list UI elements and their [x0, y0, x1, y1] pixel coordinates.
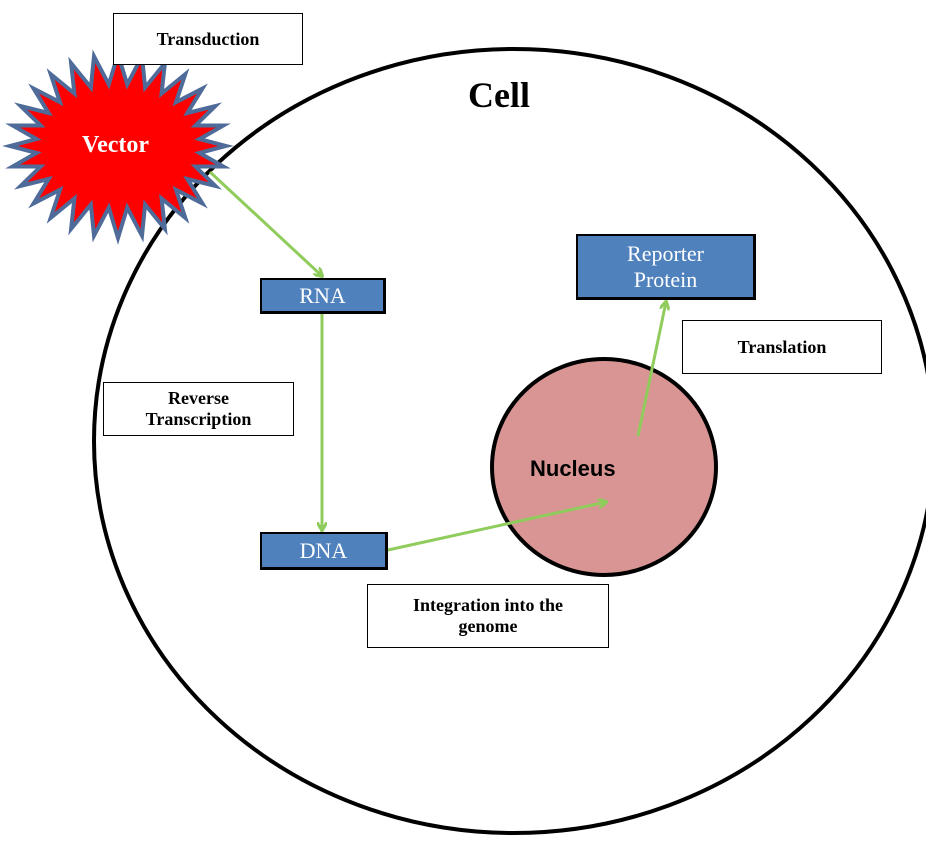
node-rna-label: RNA [299, 282, 346, 308]
step-reverse-transcription: Reverse Transcription [103, 382, 294, 436]
nucleus-label: Nucleus [530, 456, 616, 481]
step-integration-line2: genome [458, 616, 518, 636]
cell-membrane [92, 47, 926, 835]
step-transduction: Transduction [113, 13, 303, 65]
node-rna: RNA [260, 278, 386, 314]
step-translation-label: Translation [737, 336, 827, 357]
node-dna-label: DNA [299, 537, 348, 563]
vector-starburst-icon [2, 47, 234, 245]
node-reporter-line1: Reporter [627, 240, 704, 266]
node-reporter-protein: Reporter Protein [576, 234, 756, 300]
step-integration-line1: Integration into the [413, 595, 563, 615]
step-integration: Integration into the genome [367, 584, 609, 648]
step-transduction-label: Transduction [156, 28, 260, 49]
step-reverse-line2: Transcription [145, 409, 252, 429]
arrow-dna-to-nucleus [387, 502, 606, 552]
arrow-vector-to-rna [208, 170, 322, 276]
vector-label: Vector [82, 132, 150, 158]
node-reporter-line2: Protein [633, 266, 698, 292]
step-translation: Translation [682, 320, 882, 374]
arrow-nucleus-to-reporter [636, 302, 666, 437]
node-dna: DNA [260, 532, 388, 570]
step-reverse-line1: Reverse [168, 388, 229, 408]
nucleus-shape [490, 357, 718, 577]
cell-title: Cell [468, 75, 530, 115]
